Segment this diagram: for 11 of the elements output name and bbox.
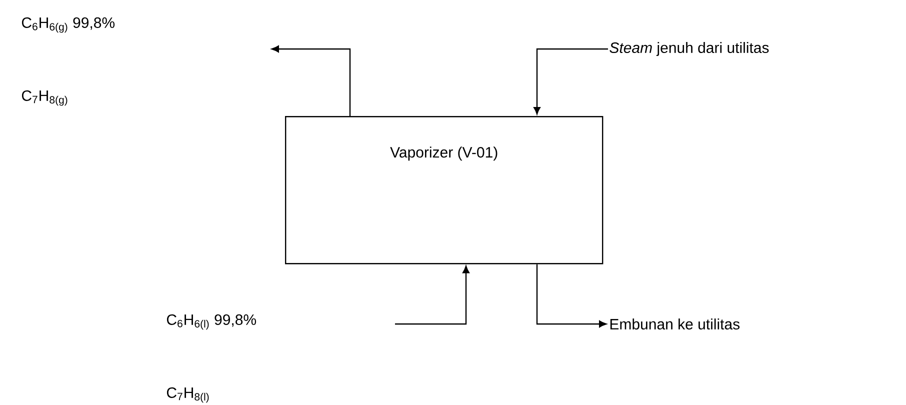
composition-label: C$_{7}$H$_{8(l)}$ xyxy=(166,387,209,403)
composition-label: C$_{6}$H$_{6(l)}$ 99,8% xyxy=(166,314,256,330)
arrow xyxy=(534,48,608,114)
arrow xyxy=(272,46,351,116)
composition-label: C$_{6}$H$_{6(g)}$ 99,8% xyxy=(22,17,115,33)
arrow xyxy=(395,266,470,325)
composition-label: C$_{7}$H$_{8(g)}$ xyxy=(22,90,68,106)
process-box: Vaporizer (V-01) xyxy=(285,116,604,264)
arrow xyxy=(536,264,606,328)
stream-label: Steam jenuh dari utilitas xyxy=(610,42,769,56)
stream-label: Embunan ke utilitas xyxy=(610,318,740,330)
